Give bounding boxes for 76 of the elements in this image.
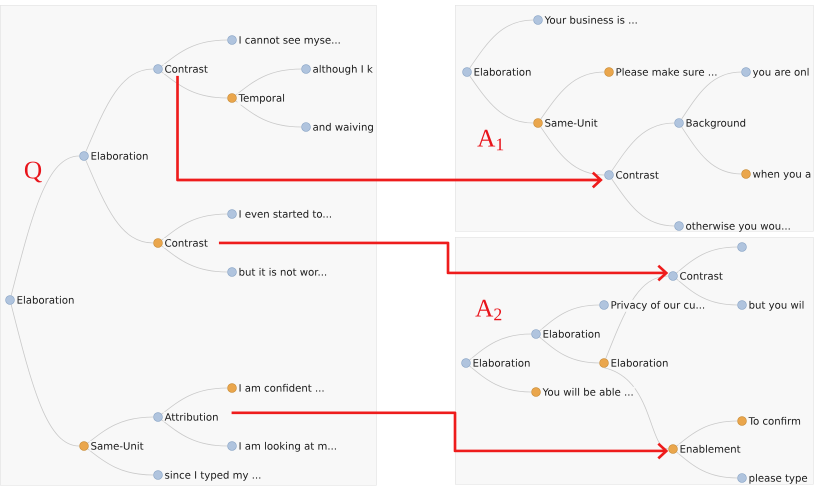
node-label: I even started to...	[240, 210, 331, 218]
node-label: Elaboration	[92, 152, 148, 160]
node-label: although I k	[313, 64, 373, 75]
link-line	[161, 420, 228, 446]
node-label: Privacy of our cu...	[612, 300, 704, 311]
arrow	[176, 76, 603, 188]
link-line	[85, 68, 154, 152]
link-line	[539, 336, 600, 364]
node-label: since I typed my ...	[165, 470, 260, 481]
link-line	[469, 20, 534, 68]
node-label: Attribution	[164, 412, 218, 421]
link-line	[676, 246, 738, 274]
node-label: To confirm	[748, 416, 800, 425]
panel-label: Q	[24, 162, 42, 182]
link-line	[469, 75, 534, 124]
panel-label: A$_{1}$	[477, 130, 504, 150]
panel	[0, 5, 377, 486]
link-line	[676, 452, 738, 478]
node-label: Elaboration	[474, 68, 531, 76]
node-label: Contrast	[616, 171, 659, 179]
node-label: I cannot see myse...	[240, 36, 340, 46]
node-label: please type	[750, 474, 808, 484]
arrow	[218, 242, 668, 282]
link-line	[10, 156, 80, 296]
link-line	[469, 334, 532, 360]
link-line	[611, 122, 675, 172]
panel	[455, 5, 814, 232]
node-label: but it is not wor...	[240, 268, 326, 276]
node-label: Contrast	[165, 239, 208, 247]
node-label: Temporal	[238, 94, 284, 104]
node-label: Enablement	[680, 444, 740, 453]
panel	[455, 237, 814, 485]
link-line	[604, 367, 669, 450]
node-label: Elaboration	[544, 330, 600, 338]
node-label: otherwise you wou...	[686, 222, 790, 232]
node-label: I am confident ...	[240, 384, 324, 392]
node-label: Same-Unit	[545, 118, 598, 127]
node-label: Contrast	[680, 272, 723, 280]
link-line	[676, 420, 738, 446]
node-label: Your business is ...	[544, 16, 637, 24]
link-line	[161, 72, 228, 98]
link-line	[161, 388, 228, 414]
node-label: when you a	[753, 170, 810, 180]
link-line	[87, 448, 154, 476]
node-label: and waiving	[313, 122, 373, 133]
link-line	[605, 276, 669, 359]
link-line	[681, 126, 742, 174]
node-label: I am looking at m...	[240, 442, 336, 452]
link-line	[611, 178, 675, 226]
link-line	[161, 40, 228, 66]
node-label: You will be able ...	[542, 388, 633, 396]
link-line	[161, 246, 228, 272]
link-line	[85, 160, 154, 244]
link-line	[540, 72, 605, 120]
node-label: you are onl	[752, 68, 808, 78]
node-label: Elaboration	[612, 358, 668, 367]
node-label: Please make sure ...	[616, 68, 716, 76]
link-line	[235, 68, 302, 96]
node-label: Background	[686, 118, 746, 129]
link-line	[539, 304, 600, 332]
arrow	[232, 412, 668, 460]
link-line	[235, 100, 302, 128]
node-label: Elaboration	[18, 296, 74, 304]
link-line	[87, 416, 154, 444]
node-label: Contrast	[165, 65, 208, 73]
node-label: Same-Unit	[91, 442, 144, 450]
link-line	[676, 278, 738, 306]
link-line	[469, 366, 532, 392]
link-line	[161, 214, 228, 240]
node-label: Elaboration	[474, 358, 530, 367]
panel-label: A$_{2}$	[475, 300, 502, 320]
link-line	[10, 304, 80, 446]
node-dot	[737, 242, 747, 252]
link-line	[540, 126, 605, 176]
node-label: but you wil	[750, 300, 804, 311]
link-line	[681, 72, 742, 120]
